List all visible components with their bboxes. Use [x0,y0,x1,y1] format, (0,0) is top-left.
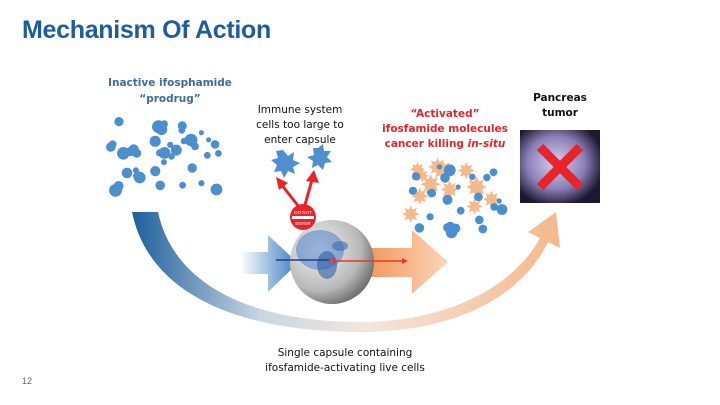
activated-molecule [475,215,484,225]
activator-cell [465,176,488,198]
activated-molecule [440,173,450,183]
prodrug-molecule [215,150,222,157]
prodrug-molecule [198,130,204,136]
tumor-label-line1: Pancreas [533,92,587,104]
activated-molecule [496,198,502,204]
prodrug-molecule [198,180,205,187]
prodrug-molecule [121,167,133,179]
prodrug-molecule [149,135,161,147]
activated-molecule [408,186,417,195]
prodrug-molecule [184,133,198,147]
activated-label-line1: “Activated” [410,108,479,120]
activated-molecule [456,206,465,215]
capsule [276,220,408,304]
immune-label-line3: enter capsule [264,134,336,146]
activated-molecule [411,172,421,181]
red-x-icon [536,143,584,191]
activated-molecule [426,189,432,195]
activator-cell [402,205,420,223]
activator-cell [440,180,459,199]
activated-label-line3: cancer killing in-situ [385,138,506,150]
activated-molecule [469,173,476,180]
prodrug-molecule [206,137,212,143]
immune-label-line1: Immune system [258,104,343,116]
pancreas-tumor-image [520,130,600,203]
prodrug-molecule [167,141,174,148]
activated-molecule [478,224,488,234]
prodrug-molecule [178,126,186,134]
prodrug-molecule [132,167,139,174]
activated-molecule [499,208,506,215]
immune-cells [271,144,332,213]
activated-molecule [414,223,425,233]
prodrug-molecule [114,117,124,127]
activated-molecule [489,168,498,177]
prodrug-molecule [133,171,146,184]
prodrug-molecule [155,180,165,191]
activator-cell [466,198,483,215]
prodrug-molecule [115,186,123,193]
prodrug-molecule [160,159,167,166]
prodrug-molecule [210,140,220,149]
capsule-label-line1: Single capsule containing [278,347,413,359]
prodrug-molecule [179,181,187,189]
prodrug-molecule [156,149,164,157]
output-arrow [350,230,448,294]
sign-text-bottom: ENTER [295,221,311,226]
prodrug-molecule [187,163,197,173]
slide-title: Mechanism Of Action [22,16,271,44]
prodrug-molecule [128,144,139,155]
activated-molecule [442,194,453,205]
process-curve-arrow [132,212,560,332]
activated-molecule [443,223,453,233]
activated-molecule [426,213,434,221]
activated-molecule [474,192,483,202]
activated-label-line2: ifosfamide molecules [382,123,508,135]
activated-molecule [436,164,443,170]
prodrug-molecules [106,117,223,197]
activated-molecules [402,157,508,239]
input-arrow [240,235,298,292]
prodrug-label-line1: Inactive ifosphamide [108,77,232,89]
tumor-label-line2: tumor [542,107,579,119]
prodrug-molecule [159,120,168,129]
page-number: 12 [22,376,33,386]
do-not-enter-sign: DO NOT ENTER [290,204,316,230]
prodrug-molecule [170,144,182,156]
prodrug-label-line2: “prodrug” [139,93,200,105]
prodrug-molecule [150,166,161,177]
capsule-label-line2: ifosfamide-activating live cells [265,362,425,374]
activated-molecule [443,164,456,177]
prodrug-molecule [210,183,223,196]
prodrug-molecule [106,142,116,152]
sign-text-top: DO NOT [294,210,312,215]
activated-molecule [490,203,499,211]
prodrug-molecule [203,151,211,159]
activated-molecule [455,184,461,190]
activated-molecule [483,173,491,182]
immune-label-line2: cells too large to [256,119,344,131]
